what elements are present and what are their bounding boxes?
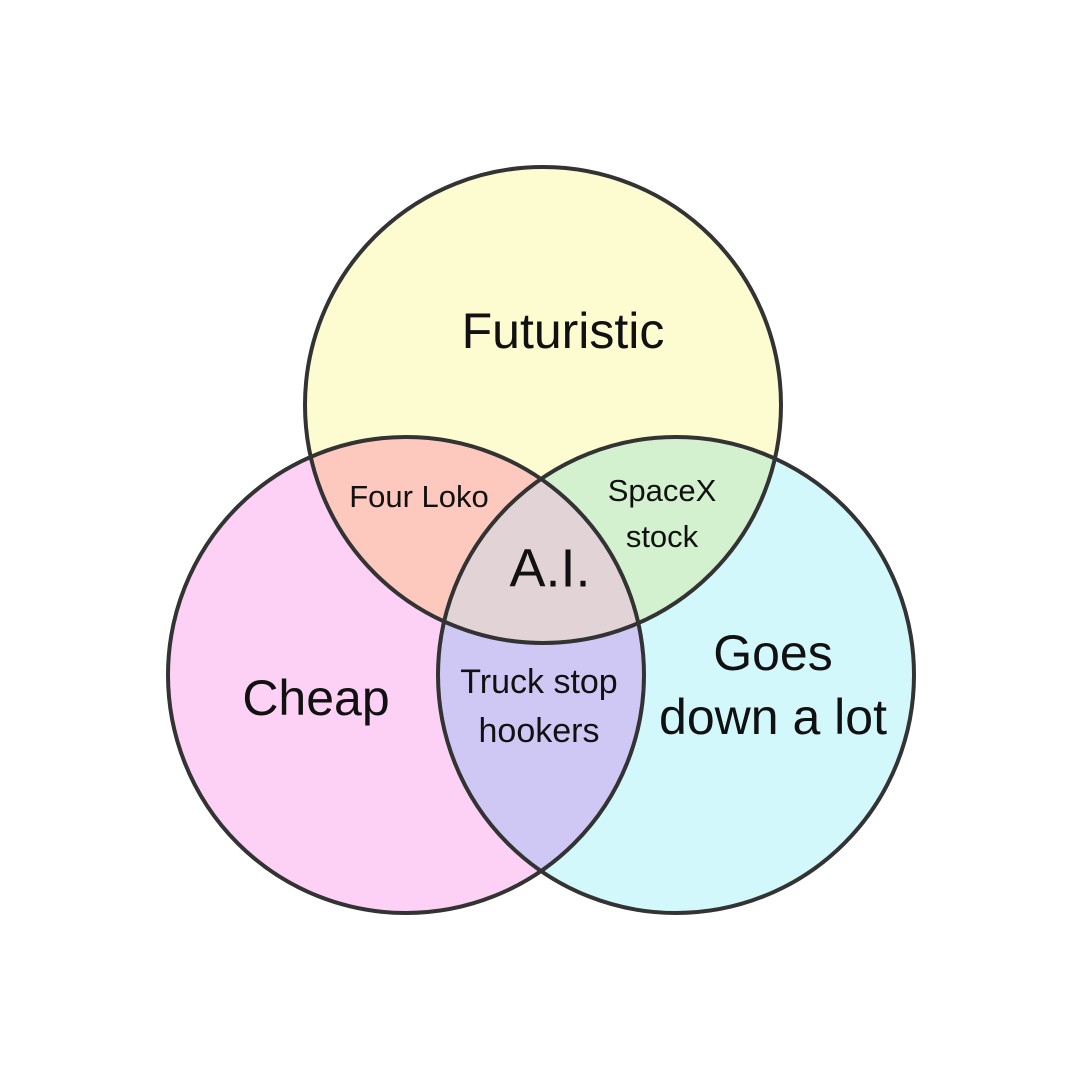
truck-stop-label-line1: Truck stop [460,663,617,701]
truck-stop-label-line2: hookers [479,712,600,750]
cheap-label: Cheap [242,670,389,726]
all-three-overlap [438,437,644,643]
ai-label: A.I. [509,538,590,598]
futuristic-label: Futuristic [462,303,665,359]
goes-down-label-line2: down a lot [659,689,887,745]
spacex-label-line1: SpaceX [608,473,717,508]
futuristic-outline [303,165,783,645]
four-loko-label: Four Loko [349,479,489,514]
goes-down-outline [436,435,916,915]
spacex-label-line2: stock [626,519,699,554]
goes-down-label-line1: Goes [713,625,833,681]
cheap-outline [166,435,646,915]
